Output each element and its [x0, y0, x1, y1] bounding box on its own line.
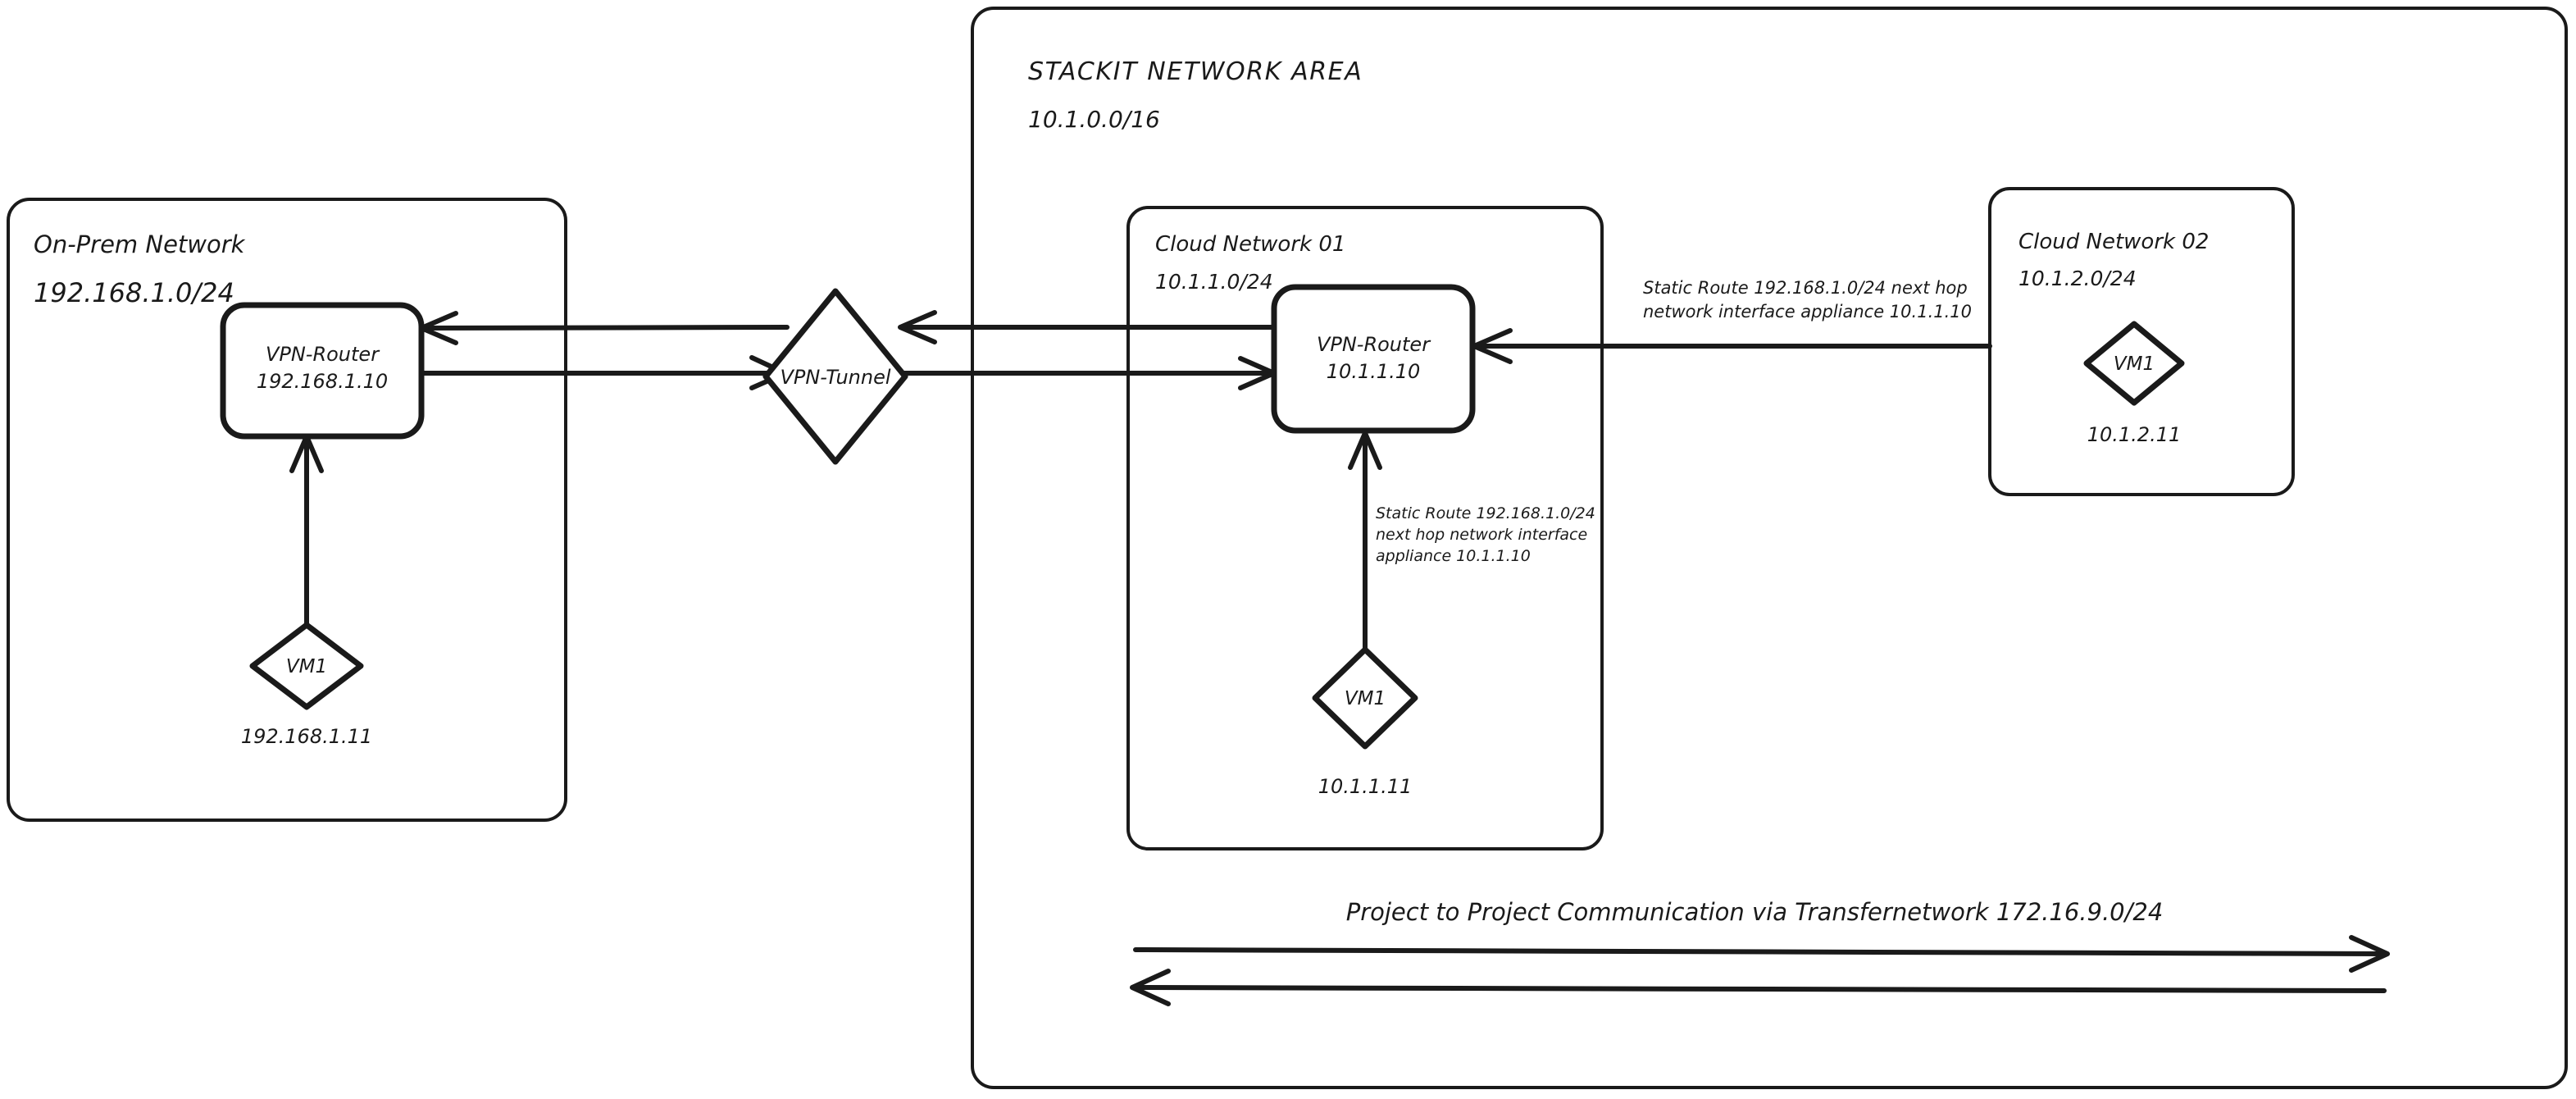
static-route-cn01-line3: appliance 10.1.1.10	[1376, 547, 1531, 565]
cloud-network-01-vm1-ip: 10.1.1.11	[1318, 775, 1413, 798]
static-route-cn02-line2: network interface appliance 10.1.1.10	[1643, 302, 1972, 321]
transfernetwork-label: Project to Project Communication via Tra…	[1346, 898, 2164, 926]
static-route-cn02-line1: Static Route 192.168.1.0/24 next hop	[1643, 278, 1968, 298]
static-route-cn01-line2: next hop network interface	[1376, 526, 1587, 544]
cloud-network-01-cidr: 10.1.1.0/24	[1155, 270, 1273, 294]
cloud-network-01-vm1-label: VM1	[1345, 688, 1386, 709]
static-route-cn01-line1: Static Route 192.168.1.0/24	[1376, 504, 1595, 522]
on-prem-network-cidr: 192.168.1.0/24	[34, 277, 234, 308]
cloud-network-02-vm1-ip: 10.1.2.11	[2087, 423, 2182, 446]
cloud-network-02-title: Cloud Network 02	[2018, 230, 2209, 254]
cloud-network-01-vpn-router-ip: 10.1.1.10	[1327, 360, 1421, 383]
on-prem-network-box[interactable]	[7, 198, 567, 822]
cloud-network-02-vm1-diamond[interactable]	[2083, 321, 2185, 406]
on-prem-vpn-router-label: VPN-Router	[266, 343, 380, 366]
arrow-head-tunnel-in-right	[898, 310, 937, 344]
vpn-tunnel-diamond[interactable]	[762, 288, 908, 465]
vpn-tunnel-label: VPN-Tunnel	[780, 366, 890, 389]
on-prem-vm1-ip: 192.168.1.11	[241, 725, 372, 748]
cloud-network-01-vm1-diamond[interactable]	[1312, 646, 1418, 750]
stackit-network-area-title: STACKIT NETWORK AREA	[1028, 57, 1363, 86]
on-prem-vpn-router-ip: 192.168.1.10	[257, 370, 388, 393]
cloud-network-02-vm1-label: VM1	[2114, 353, 2155, 375]
on-prem-network-title: On-Prem Network	[34, 230, 246, 258]
on-prem-vm1-diamond[interactable]	[249, 622, 364, 710]
stackit-network-area-cidr: 10.1.0.0/16	[1028, 106, 1160, 133]
edge-transfernetwork-left	[1133, 985, 2387, 993]
cloud-network-02-cidr: 10.1.2.0/24	[2018, 267, 2137, 290]
edge-transfernetwork-right	[1133, 947, 2387, 956]
cloud-network-01-vpn-router-label: VPN-Router	[1317, 333, 1431, 356]
arrow-head-transfernetwork-right	[2349, 935, 2390, 973]
on-prem-vm1-label: VM1	[286, 656, 327, 677]
on-prem-vpn-router-node[interactable]	[220, 302, 425, 440]
cloud-network-01-title: Cloud Network 01	[1155, 232, 1345, 257]
cloud-network-01-vpn-router-node[interactable]	[1271, 284, 1476, 434]
edge-tunnel-to-onprem-router	[421, 325, 790, 331]
arrow-head-transfernetwork-left	[1130, 969, 1171, 1006]
